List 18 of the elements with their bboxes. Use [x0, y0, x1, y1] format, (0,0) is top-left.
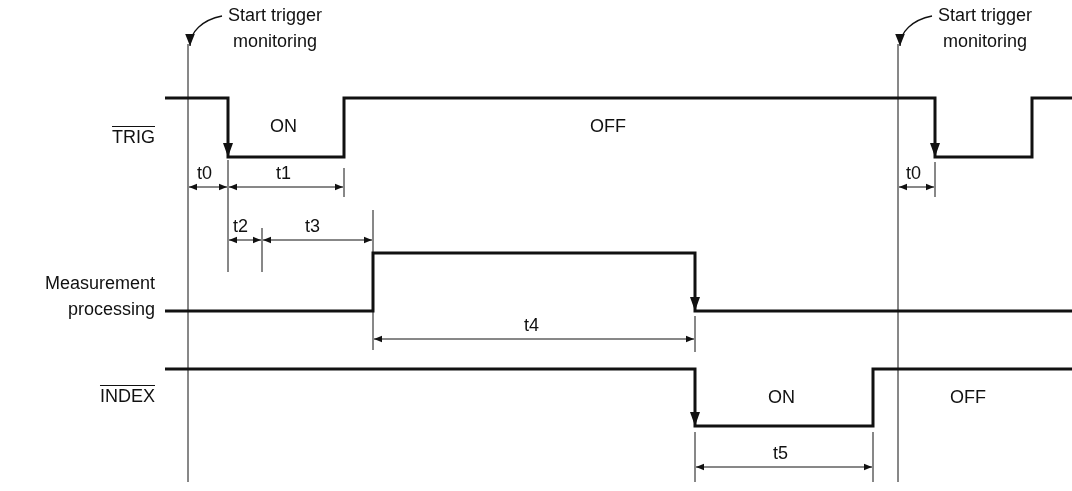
leader-line — [896, 15, 933, 47]
signal-label: TRIG — [112, 126, 155, 148]
dimension-label: t5 — [773, 442, 788, 464]
state-label: OFF — [950, 386, 986, 408]
leader-line — [186, 15, 223, 47]
state-label: ON — [270, 115, 297, 137]
dimension-label: t1 — [276, 162, 291, 184]
state-label: ON — [768, 386, 795, 408]
annotation-text: Start trigger monitoring — [926, 2, 1044, 54]
dimension-label: t0 — [906, 162, 921, 184]
signal-label: INDEX — [100, 385, 155, 407]
annotation-text: Start trigger monitoring — [216, 2, 334, 54]
state-label: OFF — [590, 115, 626, 137]
dimension-label: t0 — [197, 162, 212, 184]
signal-label: Measurement processing — [43, 272, 155, 321]
dimension-label: t2 — [233, 215, 248, 237]
dimension-label: t3 — [305, 215, 320, 237]
dimension-label: t4 — [524, 314, 539, 336]
